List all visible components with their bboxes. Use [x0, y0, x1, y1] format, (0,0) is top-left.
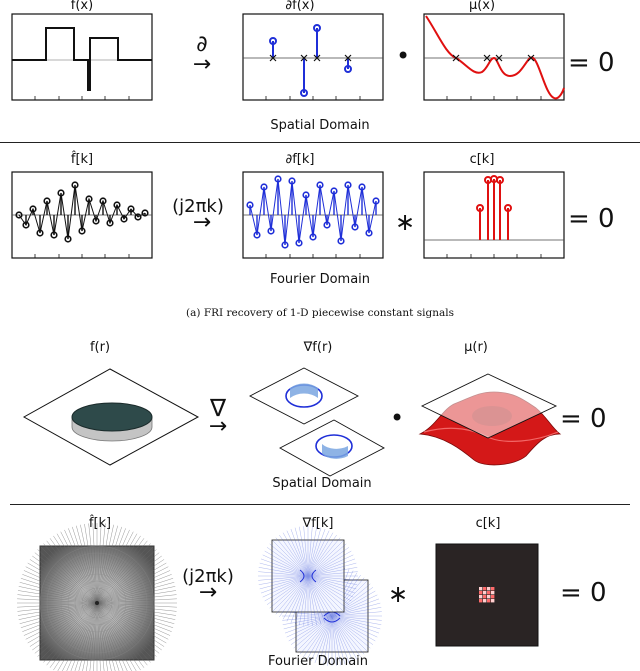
plane-f-r	[22, 368, 200, 466]
dfhat-stems	[246, 175, 380, 249]
label-fourier-domain-b: Fourier Domain	[267, 654, 369, 669]
fourier-image-gradf	[258, 526, 382, 666]
ck-coefficients	[479, 587, 495, 603]
gradient-planes	[249, 367, 385, 477]
equals-zero-a2: = 0	[568, 204, 615, 234]
arrow-4: →	[198, 580, 218, 605]
operator-j2pik-b: (j2πk)	[182, 566, 234, 587]
plot-fhat-k	[11, 171, 153, 259]
title-mu-r: μ(r)	[464, 340, 488, 355]
label-spatial-domain-b: Spatial Domain	[272, 476, 372, 491]
title-fhat-k: f̂[k]	[70, 152, 94, 167]
operator-nabla: ∇	[209, 394, 227, 422]
plot-c-k	[423, 171, 565, 259]
dot-operator-a: •	[396, 42, 411, 70]
label-spatial-domain-a: Spatial Domain	[270, 118, 370, 133]
title-gradfhat-k-2d: ∇f[k]	[302, 516, 334, 531]
title-mu-x: μ(x)	[468, 0, 496, 13]
star-operator-b: ∗	[388, 580, 409, 608]
fourier-image-f	[17, 523, 177, 671]
arrow-3: →	[208, 414, 228, 439]
divider-a	[0, 142, 640, 143]
title-c-k: c[k]	[469, 152, 495, 167]
title-fhat-k-2d: f̂[k]	[88, 516, 112, 531]
fourier-rays	[17, 523, 177, 671]
title-df-x: ∂f(x)	[285, 0, 315, 13]
title-f-r: f(r)	[89, 340, 111, 355]
equals-zero-b2: = 0	[560, 578, 607, 608]
plot-dfhat-k	[242, 171, 384, 259]
fhat-stems	[15, 181, 149, 243]
star-operator-a: ∗	[395, 208, 416, 236]
arrow-1: →	[192, 52, 212, 77]
title-c-k-2d: c[k]	[475, 516, 501, 531]
equals-zero-b1: = 0	[560, 404, 607, 434]
operator-partial: ∂	[196, 32, 208, 57]
equals-zero-a1: = 0	[568, 48, 615, 78]
plot-df-x	[242, 13, 384, 101]
operator-j2pik-a: (j2πk)	[172, 196, 224, 217]
arrow-2: →	[192, 210, 212, 235]
label-fourier-domain-a: Fourier Domain	[269, 272, 371, 287]
divider-b	[10, 504, 630, 505]
caption-a: (a) FRI recovery of 1-D piecewise consta…	[186, 307, 454, 319]
surface-mu-r	[418, 373, 562, 466]
dot-operator-b: •	[390, 404, 405, 432]
title-f-x: f(x)	[70, 0, 94, 13]
title-dfhat-k: ∂f[k]	[285, 152, 315, 167]
plot-f-x	[11, 13, 153, 101]
plot-mu-x	[423, 13, 565, 101]
fourier-image-c	[435, 543, 539, 647]
title-gradf-r: ∇f(r)	[303, 340, 333, 355]
